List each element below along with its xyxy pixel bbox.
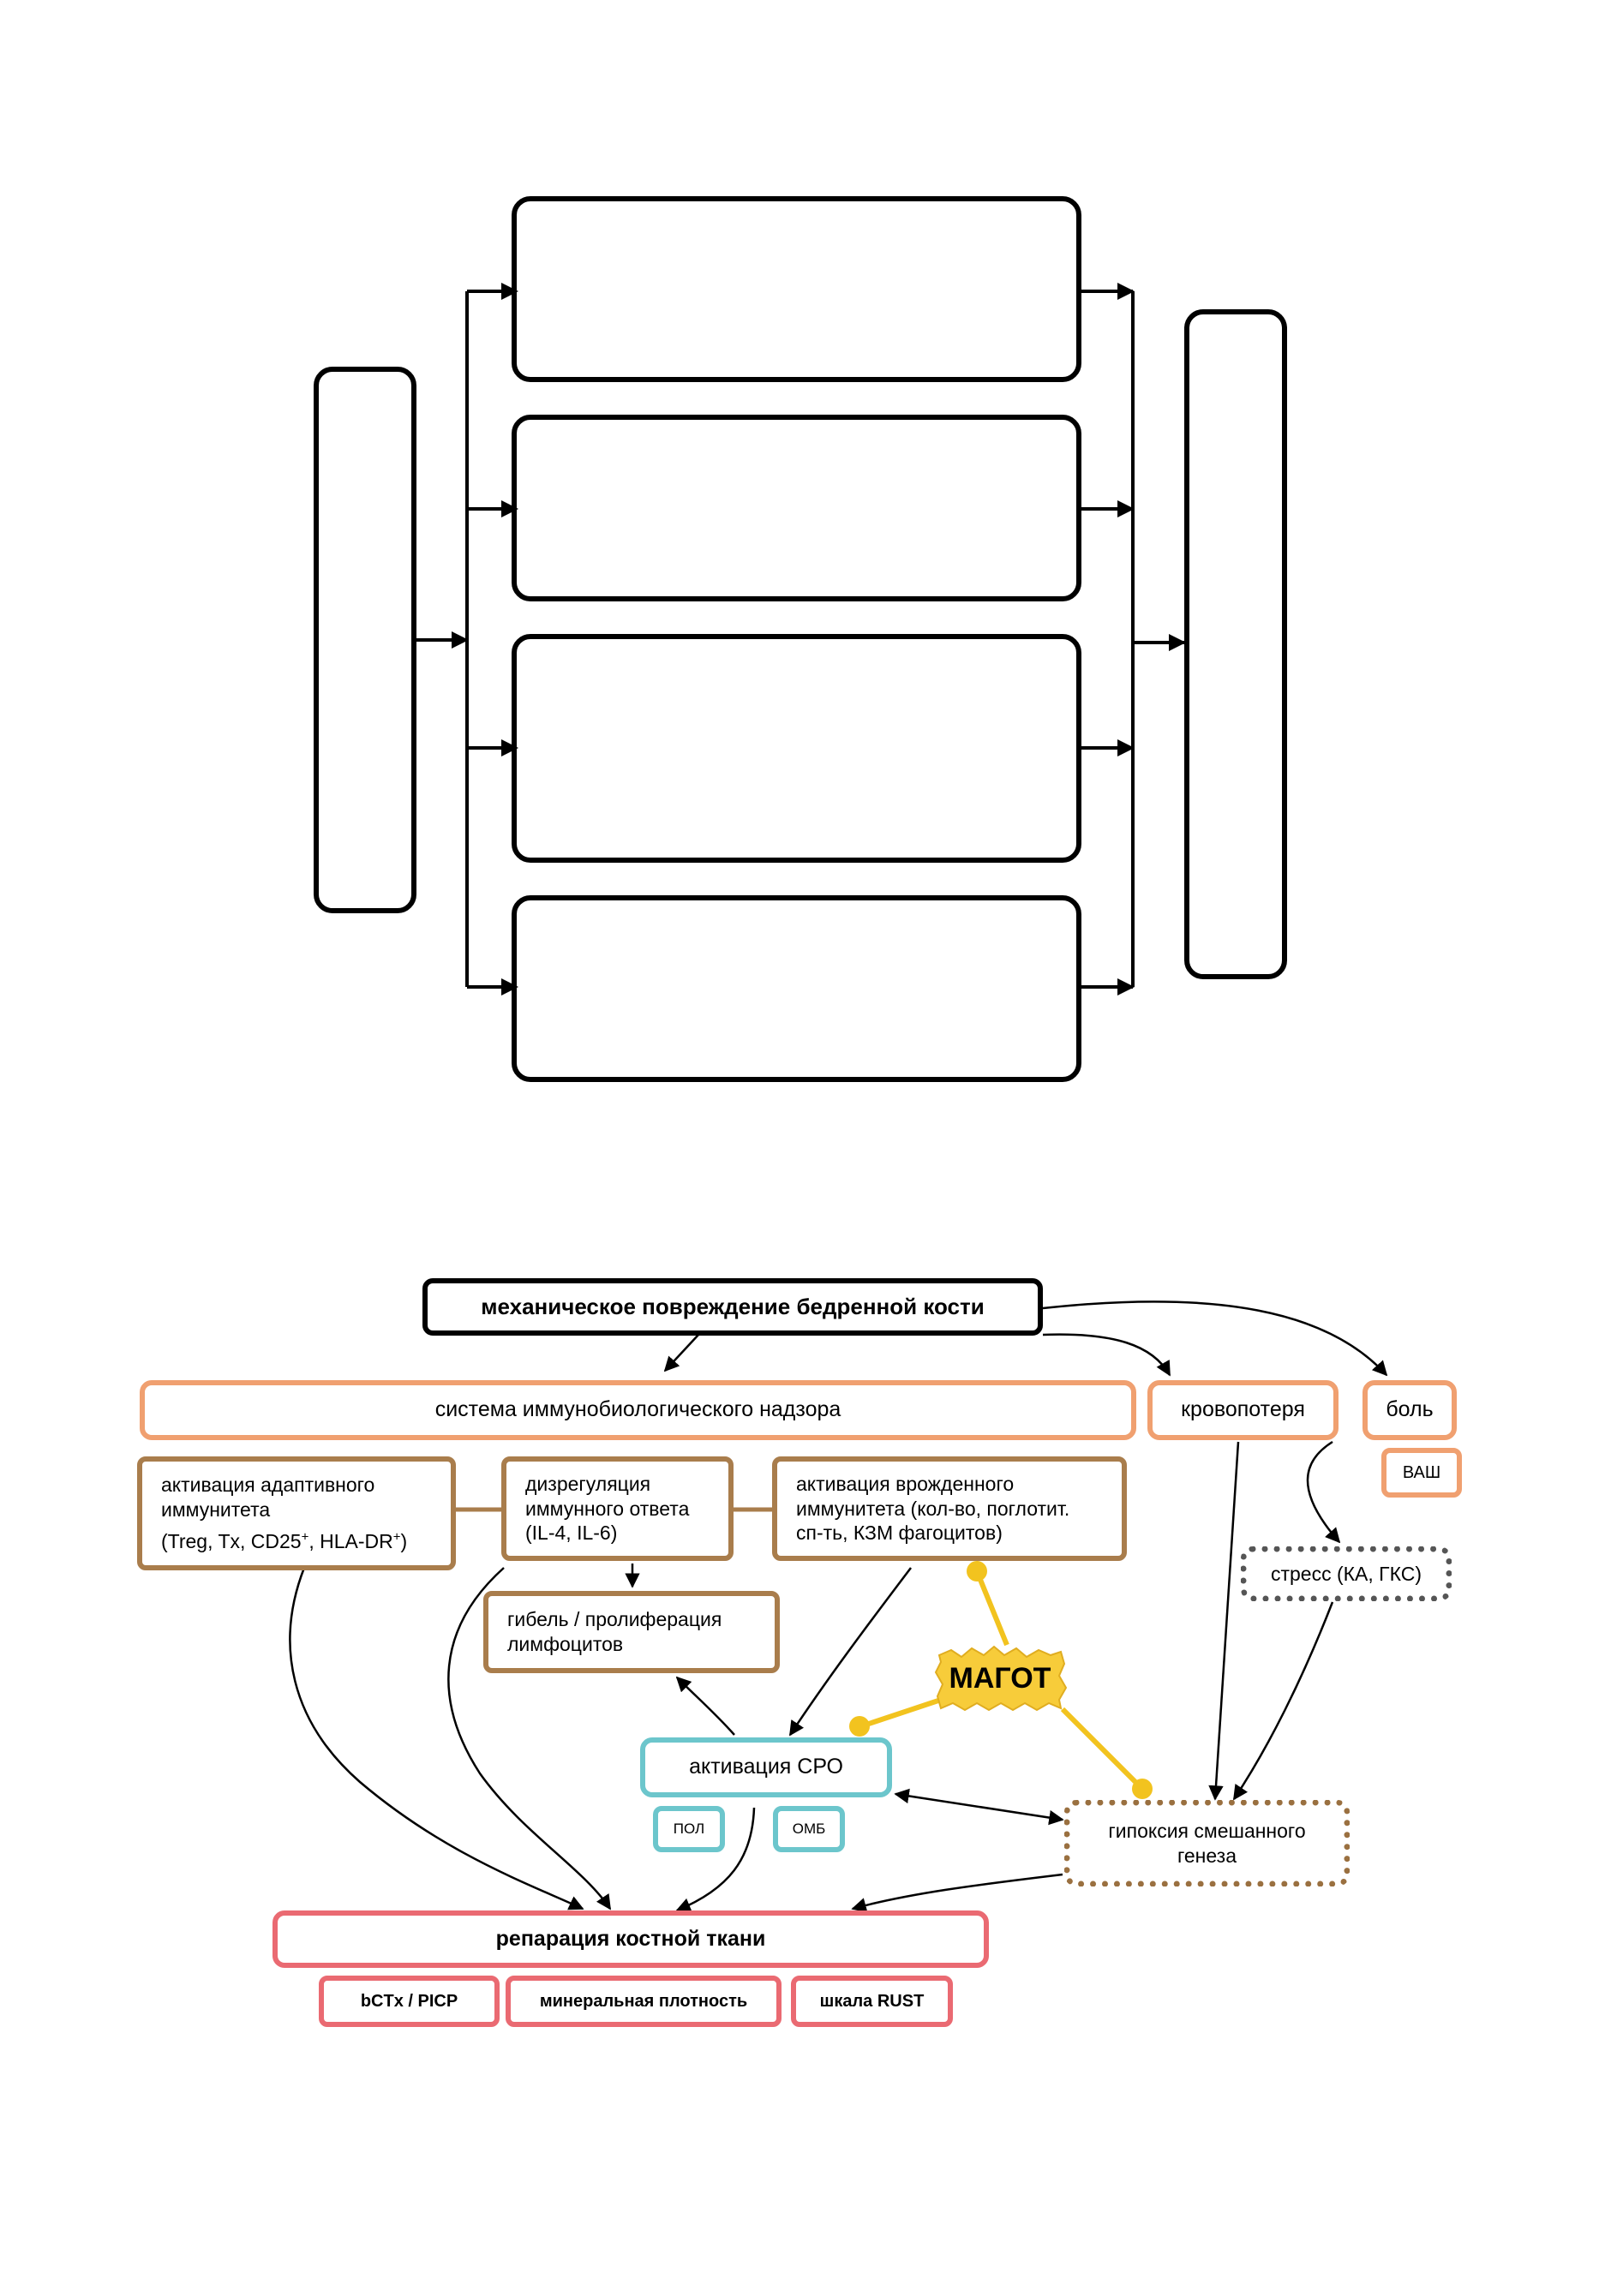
bone-repair-box: репарация костной ткани	[272, 1910, 989, 1968]
top-left-box	[314, 367, 416, 913]
innate-line-2: иммунитета (кол-во, поглотит.	[796, 1497, 1070, 1520]
injury-box: механическое повреждение бедренной кости	[422, 1278, 1043, 1336]
adaptive-line-3: (Treg, Tx, CD25+, HLA-DR+)	[161, 1529, 407, 1554]
omb-box: ОМБ	[773, 1806, 845, 1852]
adaptive-markers-suffix: )	[400, 1529, 408, 1552]
innate-line-1: активация врожденного	[796, 1472, 1015, 1495]
arrow-sro-to-lymph	[675, 1676, 735, 1736]
sro-box: активация СРО	[640, 1737, 892, 1797]
arrow-sro-to-repair	[675, 1807, 756, 1913]
adaptive-sup-2: +	[392, 1529, 401, 1545]
innate-line-3: сп-ть, КЗМ фагоцитов)	[796, 1522, 1003, 1545]
lymphocyte-box: гибель / пролиферация лимфоцитов	[483, 1591, 780, 1673]
top-middle-box-2	[512, 415, 1081, 601]
magot-link-sro	[860, 1698, 939, 1729]
bloodloss-box: кровопотеря	[1147, 1380, 1339, 1440]
magot-node-hypoxia	[1132, 1779, 1153, 1799]
top-middle-box-3	[512, 634, 1081, 863]
dysreg-line-2: иммунного ответа	[525, 1497, 690, 1520]
arrow-adaptive-to-repair	[289, 1567, 584, 1910]
adaptive-line-2: иммунитета	[161, 1498, 271, 1522]
arrow-injury-to-surveillance	[663, 1334, 699, 1372]
magot-link-hypoxia	[1060, 1707, 1142, 1789]
arrow-injury-to-bloodloss	[1042, 1333, 1171, 1377]
magot-label: МАГОТ	[949, 1661, 1051, 1695]
arrow-injury-to-pain	[1042, 1300, 1388, 1377]
adaptive-markers-mid: , HLA-DR	[308, 1529, 393, 1552]
arrow-hypoxia-to-repair	[851, 1873, 1063, 1913]
adaptive-line-1: активация адаптивного	[161, 1474, 375, 1497]
pain-box: боль	[1362, 1380, 1457, 1440]
bottom-connectors	[289, 1300, 1388, 1913]
pol-box: ПОЛ	[653, 1806, 725, 1852]
surveillance-box: система иммунобиологического надзора	[140, 1380, 1136, 1440]
lymph-line-2: лимфоцитов	[507, 1633, 624, 1655]
arrow-sro-hypoxia-bidirectional	[894, 1788, 1064, 1826]
marker-bctx-picp: bCTx / PICP	[319, 1976, 500, 2027]
dysreg-line-1: дизрегуляция	[525, 1472, 651, 1495]
magot-badge-shape	[934, 1645, 1068, 1712]
hypoxia-line-2: генеза	[1177, 1844, 1237, 1867]
top-connectors	[414, 283, 1186, 996]
dysreg-line-3: (IL-4, IL-6)	[525, 1522, 618, 1545]
dysregulation-box: дизрегуляция иммунного ответа (IL-4, IL-…	[501, 1456, 734, 1561]
top-right-box	[1184, 309, 1287, 979]
marker-rust-scale: шкала RUST	[791, 1976, 953, 2027]
hypoxia-box: гипоксия смешанного генеза	[1064, 1800, 1350, 1886]
arrow-innate-to-sro	[788, 1567, 912, 1737]
magot-links	[849, 1561, 1153, 1799]
magot-node-innate	[967, 1561, 987, 1581]
top-middle-box-1	[512, 196, 1081, 382]
magot-node-sro	[849, 1716, 870, 1737]
innate-immunity-box: активация врожденного иммунитета (кол-во…	[772, 1456, 1127, 1561]
arrow-bloodloss-to-hypoxia	[1208, 1441, 1240, 1801]
magot-link-innate	[974, 1570, 1009, 1647]
marker-mineral-density: минеральная плотность	[506, 1976, 782, 2027]
arrow-stress-to-hypoxia	[1232, 1601, 1334, 1801]
arrow-dysreg-to-repair	[447, 1567, 612, 1910]
arrow-pain-to-stress	[1306, 1440, 1341, 1544]
adaptive-markers-prefix: (Treg, Tx, CD25	[161, 1529, 302, 1552]
hypoxia-line-1: гипоксия смешанного	[1108, 1819, 1306, 1842]
stress-box: стресс (КА, ГКС)	[1241, 1546, 1452, 1601]
vas-box: ВАШ	[1381, 1448, 1462, 1498]
top-middle-box-4	[512, 895, 1081, 1082]
lymph-line-1: гибель / пролиферация	[507, 1608, 722, 1631]
adaptive-immunity-box: активация адаптивного иммунитета (Treg, …	[137, 1456, 456, 1570]
adaptive-sup-1: +	[301, 1529, 309, 1545]
